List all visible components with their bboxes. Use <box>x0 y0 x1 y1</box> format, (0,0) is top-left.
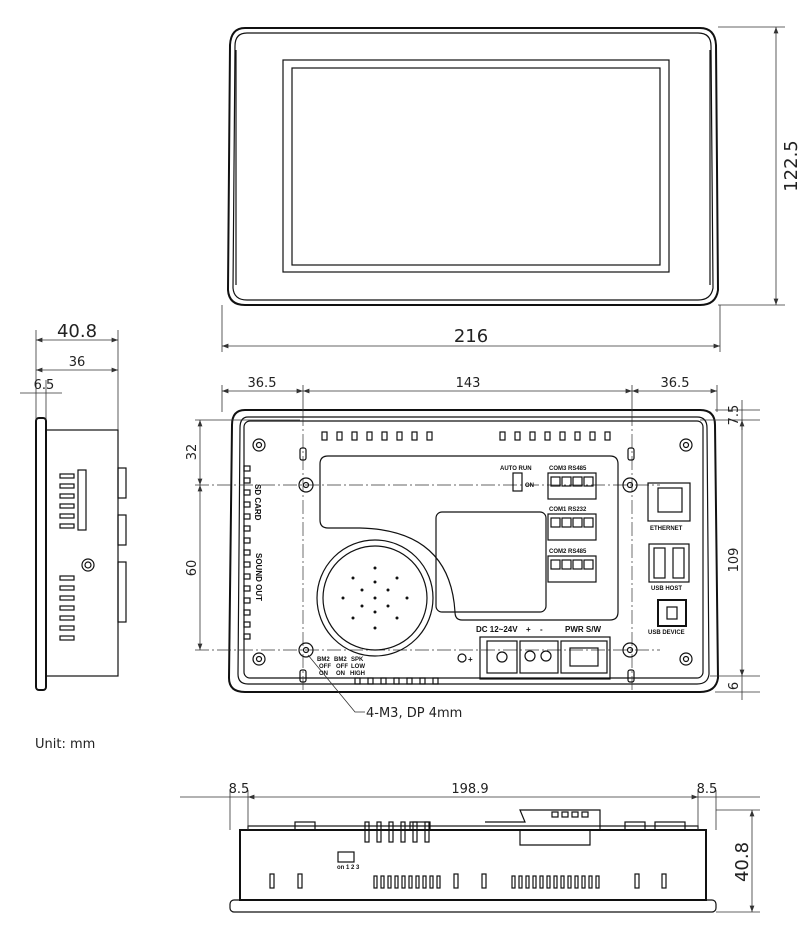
dc-jack-plus-label: + <box>468 655 473 664</box>
bottom-left-dimension: 8.5 <box>229 782 250 797</box>
bm2-2-off-label: OFF <box>336 664 348 670</box>
bm2-switch-1-label: BM2 <box>317 657 330 663</box>
depth-total-dimension: 40.8 <box>57 321 97 342</box>
spk-switch-label: SPK <box>351 657 364 663</box>
bottom-span-dimension: 198.9 <box>451 782 488 797</box>
minus-label: - <box>540 625 543 634</box>
sd-card-label: SD CARD <box>253 484 262 521</box>
dip-switch-label: on 1 2 3 <box>337 865 360 871</box>
spk-high-label: HIGH <box>350 671 365 677</box>
com1-label: COM1 RS232 <box>549 507 587 513</box>
bm2-switch-2-label: BM2 <box>334 657 347 663</box>
usb-host-label: USB HOST <box>651 586 682 592</box>
dc-label: DC 12~24V <box>476 625 518 634</box>
auto-run-label: AUTO RUN <box>500 466 532 472</box>
depth-body-dimension: 36 <box>69 355 86 370</box>
bottom-right-dimension: 8.5 <box>697 782 718 797</box>
hole-top-dimension: 32 <box>185 444 200 461</box>
plus-label: + <box>526 625 531 634</box>
usb-device-label: USB DEVICE <box>648 630 685 636</box>
side-view: 40.8 36 6.5 <box>20 321 127 691</box>
right-margin-dimension: 36.5 <box>661 376 690 391</box>
com2-label: COM2 RS485 <box>549 549 587 555</box>
sound-out-label: SOUND OUT <box>254 553 263 601</box>
bm2-1-off-label: OFF <box>319 664 331 670</box>
width-dimension: 216 <box>454 326 488 347</box>
rear-view: SD CARD SOUND OUT AUTO RUN ON COM3 RS485… <box>185 376 760 721</box>
bottom-height-dimension: 40.8 <box>732 842 753 882</box>
body-height-dimension: 109 <box>727 548 742 573</box>
front-view: 216 122.5 <box>221 26 802 352</box>
pwr-label: PWR S/W <box>565 625 601 634</box>
height-dimension: 122.5 <box>781 140 802 192</box>
spk-low-label: LOW <box>351 664 365 670</box>
auto-run-on-label: ON <box>525 483 534 489</box>
com-terminals: COM3 RS485 COM1 RS232 COM2 RS485 <box>547 466 597 583</box>
hole-vertical-dimension: 60 <box>185 560 200 577</box>
speaker <box>316 539 434 657</box>
ethernet-label: ETHERNET <box>650 526 683 532</box>
com3-label: COM3 RS485 <box>549 466 587 472</box>
mounting-holes <box>252 438 693 683</box>
top-offset-dimension: 7.5 <box>727 405 742 426</box>
mounting-hole-note: 4-M3, DP 4mm <box>366 706 462 721</box>
bottom-view: on 1 2 3 8.5 198.9 8.5 40.8 <box>180 782 760 913</box>
bottom-offset-dimension: 6 <box>727 682 742 690</box>
unit-note: Unit: mm <box>35 737 95 752</box>
hole-span-dimension: 143 <box>456 376 481 391</box>
left-margin-dimension: 36.5 <box>248 376 277 391</box>
bm2-2-on-label: ON <box>336 671 345 677</box>
bezel-dimension: 6.5 <box>34 378 55 393</box>
